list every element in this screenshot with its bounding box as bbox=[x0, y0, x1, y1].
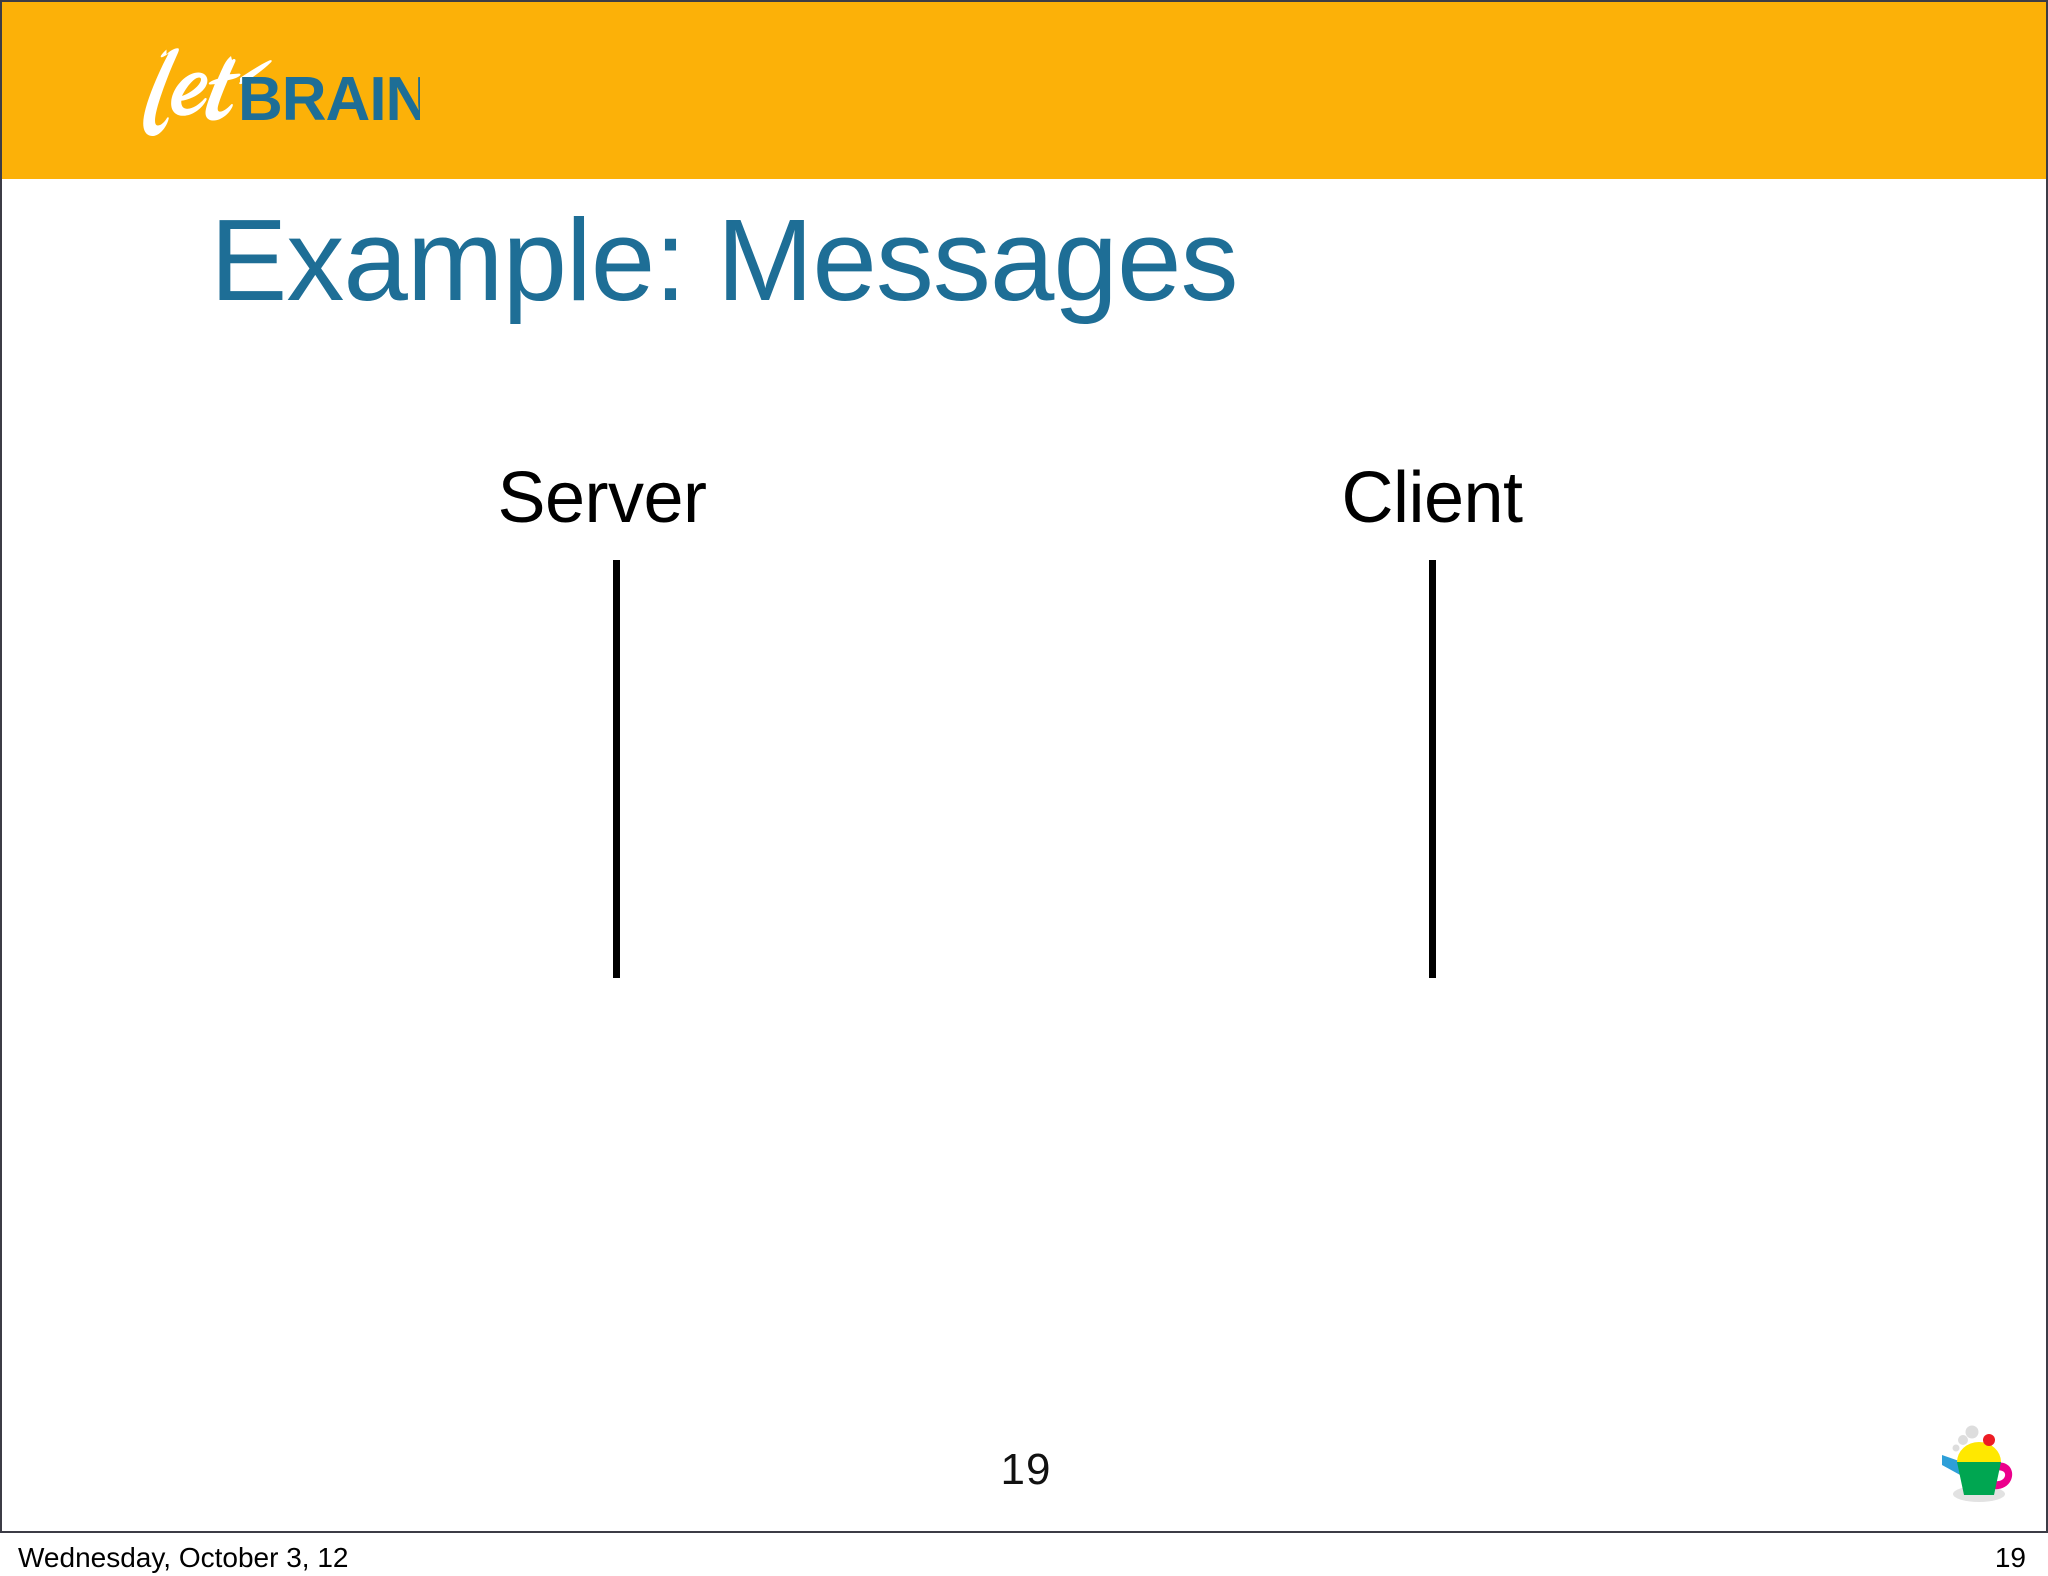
footer-bar: Wednesday, October 3, 12 19 bbox=[0, 1533, 2048, 1576]
teapot-steam bbox=[1952, 1425, 1979, 1452]
participant-server-label: Server bbox=[497, 458, 707, 538]
teapot-knob bbox=[1983, 1434, 1995, 1446]
slide-page-number: 19 bbox=[1000, 1445, 1052, 1494]
sequence-diagram: Server Client bbox=[2, 2, 2046, 1531]
participant-client: Client bbox=[1232, 462, 1632, 534]
footer-date: Wednesday, October 3, 12 bbox=[18, 1542, 349, 1573]
participant-server: Server bbox=[382, 462, 822, 534]
lifeline-server bbox=[613, 560, 620, 978]
jetbrains-logo: BRAINS bbox=[120, 44, 420, 144]
slide-frame: BRAINS Example: Messages Server Client 1… bbox=[0, 0, 2048, 1533]
teapot-lid bbox=[1957, 1442, 2001, 1462]
header-banner bbox=[2, 2, 2046, 179]
teapot-icon bbox=[1932, 1418, 2024, 1510]
teapot-body bbox=[1957, 1462, 2001, 1495]
jetbrains-script-mark bbox=[143, 48, 272, 137]
footer-page-number: 19 bbox=[1994, 1542, 2026, 1573]
participant-client-label: Client bbox=[1341, 458, 1523, 538]
teapot-spout bbox=[1942, 1455, 1962, 1476]
jetbrains-wordmark-text: BRAINS bbox=[238, 65, 420, 134]
slide-title: Example: Messages bbox=[210, 195, 1238, 325]
lifeline-client bbox=[1429, 560, 1436, 978]
